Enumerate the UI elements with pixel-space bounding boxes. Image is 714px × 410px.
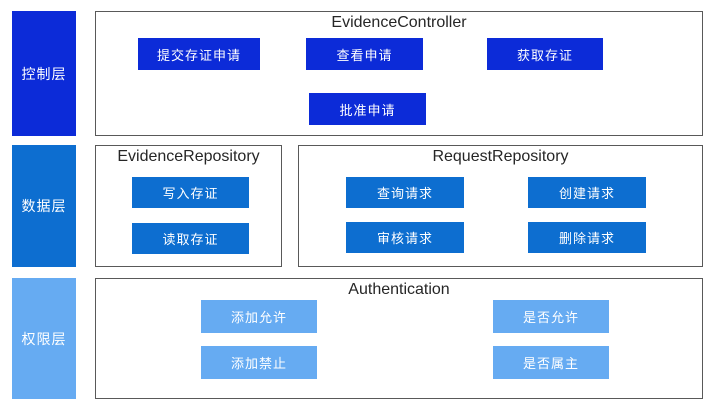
shape-query-request: 查询请求 (346, 177, 464, 208)
shape-add-allow: 添加允许 (201, 300, 317, 333)
shape-add-deny: 添加禁止 (201, 346, 317, 379)
module-request-repository-title: RequestRepository (432, 148, 569, 165)
layer-label-data-text: 数据层 (21, 198, 67, 214)
shape-read-evidence: 读取存证 (132, 223, 249, 254)
layer-label-control-text: 控制层 (21, 65, 67, 82)
shape-delete-request: 删除请求 (528, 222, 646, 253)
shape-get-evidence: 获取存证 (487, 38, 603, 70)
shape-is-owner: 是否属主 (493, 346, 609, 379)
module-authentication-title: Authentication (348, 281, 450, 298)
shape-review-request: 审核请求 (346, 222, 464, 253)
shape-create-request: 创建请求 (528, 177, 646, 208)
shape-submit-evidence-request: 提交存证申请 (138, 38, 260, 70)
layer-label-permission: 权限层 (12, 278, 76, 399)
shape-is-allowed: 是否允许 (493, 300, 609, 333)
layer-label-data: 数据层 (12, 145, 76, 267)
module-authentication: Authentication (95, 278, 703, 399)
shape-approve-request: 批准申请 (309, 93, 426, 125)
layer-label-permission-text: 权限层 (21, 330, 67, 347)
layer-label-control: 控制层 (12, 11, 76, 136)
shape-view-request: 查看申请 (306, 38, 423, 70)
module-evidence-controller-title: EvidenceController (331, 14, 467, 31)
shape-write-evidence: 写入存证 (132, 177, 249, 208)
module-evidence-repository-title: EvidenceRepository (117, 148, 260, 165)
